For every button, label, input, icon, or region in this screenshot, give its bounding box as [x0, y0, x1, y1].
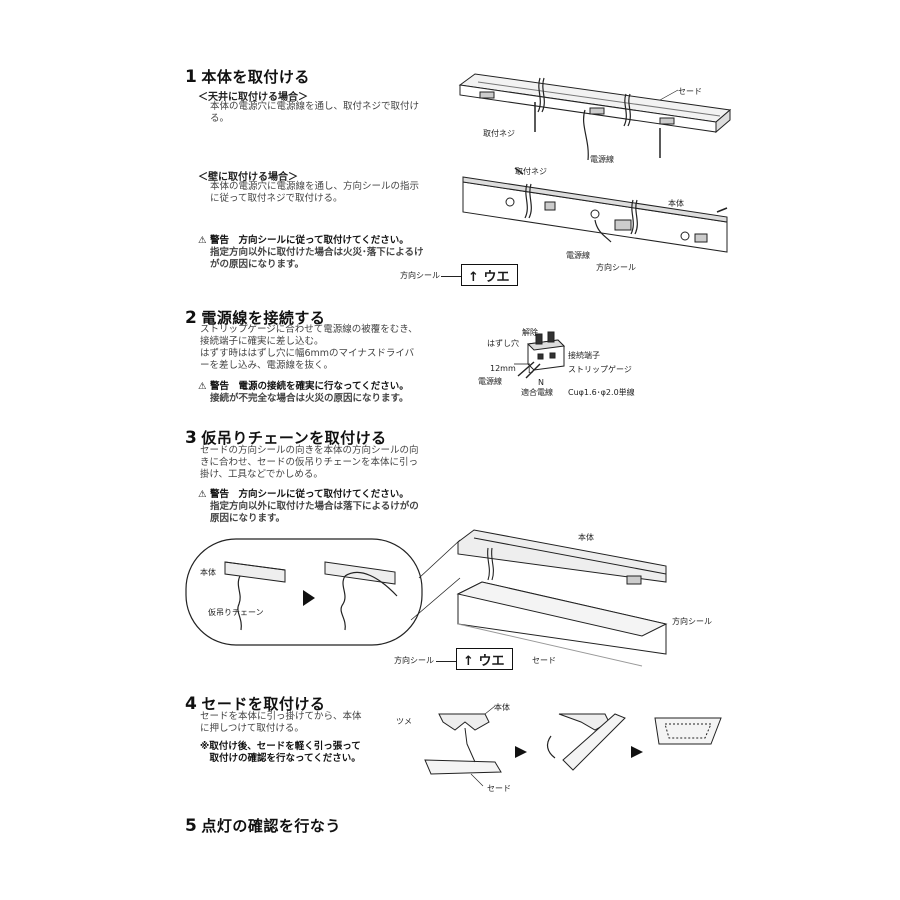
s3-line-2: きに合わせ、セードの仮吊りチェーンを本体に引っ: [200, 457, 419, 468]
direction-tag-2: ↑ ウエ: [456, 648, 514, 670]
wall-subheading: ＜壁に取付ける場合＞: [198, 172, 298, 183]
section-3-title: 仮吊りチェーンを取付ける: [201, 429, 387, 447]
section-4-number: 4: [185, 694, 198, 714]
wall-instructions: 本体の電源穴に電源線を通し、方向シールの指示 に従って取付ネジで取付ける。: [210, 181, 470, 205]
label-direction-seal-tag-1: 方向シール: [400, 271, 440, 280]
label-shade-1: セード: [678, 87, 702, 96]
label-claw: ツメ: [396, 717, 412, 726]
s3-line-1: セードの方向シールの向きを本体の方向シールの向: [200, 445, 419, 456]
section-3-number: 3: [185, 428, 198, 448]
label-body-left: 本体: [200, 568, 216, 577]
section-2-warning-line-1: 接続が不完全な場合は火災の原因になります。: [210, 393, 409, 404]
direction-tag-leader-1: [441, 276, 461, 277]
s3-line-3: 掛け、工具などでかしめる。: [200, 469, 323, 480]
direction-tag-text-1: ウエ: [483, 270, 510, 285]
ceiling-subheading: ＜天井に取付ける場合＞: [198, 92, 308, 103]
s4-line-2: に押しつけて取付ける。: [200, 723, 304, 734]
section-5-title: 点灯の確認を行なう: [201, 817, 341, 835]
label-wire-spec-label: 適合電線: [521, 388, 553, 397]
label-release-hole: はずし穴: [487, 339, 519, 348]
arrow-right-icon: [515, 746, 527, 758]
warning-icon: ⚠: [198, 235, 207, 246]
section-2-warning-head: 警告 電源の接続を確実に行なってください。: [210, 381, 409, 392]
arrow-up-icon: ↑: [468, 270, 479, 285]
s2-line-1: ストリップゲージに合わせて電源線の被覆をむき、: [200, 324, 418, 335]
label-strip-gauge: ストリップゲージ: [568, 365, 632, 374]
section-4-note: ※取付け後、セードを軽く引っ張って 取付けの確認を行なってください。: [200, 741, 410, 765]
section-5-number: 5: [185, 816, 198, 836]
s2-line-3: はずす時ははずし穴に幅6mmのマイナスドライバ: [200, 348, 415, 359]
label-direction-seal-1: 方向シール: [596, 263, 636, 272]
label-shade-2: セード: [532, 656, 556, 665]
label-wire-spec: Cuφ1.6･φ2.0単線: [568, 388, 635, 397]
label-direction-seal-2: 方向シール: [672, 617, 712, 626]
section-3-instructions: セードの方向シールの向きを本体の方向シールの向 きに合わせ、セードの仮吊りチェー…: [200, 445, 460, 481]
label-direction-seal-tag-2: 方向シール: [394, 656, 434, 665]
section-3-warning-line-1: 指定方向以外に取付けた場合は落下によるけがの: [210, 501, 419, 512]
section-1-warning-line-2: がの原因になります。: [210, 259, 305, 270]
s4-line-1: セードを本体に引っ掛けてから、本体: [200, 711, 362, 722]
wall-line-1: 本体の電源穴に電源線を通し、方向シールの指示: [210, 181, 420, 192]
direction-tag-1: ↑ ウエ: [461, 264, 519, 286]
s2-line-2: 接続端子に確実に差し込む。: [200, 336, 324, 347]
ceiling-line-1: 本体の電源穴に電源線を通し、取付ネジで取付け: [210, 101, 420, 112]
s4-note-1: ※取付け後、セードを軽く引っ張って: [200, 741, 361, 752]
warning-icon: ⚠: [198, 489, 207, 500]
section-3-warning-line-2: 原因になります。: [210, 513, 286, 524]
label-body-right: 本体: [578, 533, 594, 542]
label-12mm: 12mm: [490, 364, 516, 373]
arrow-right-icon: [631, 746, 643, 758]
label-body-1: 本体: [668, 199, 684, 208]
label-release: 解除: [522, 328, 538, 337]
label-L: L: [528, 366, 533, 375]
arrow-right-icon: [303, 590, 315, 606]
direction-tag-leader-2: [436, 661, 456, 662]
section-3-warning: ⚠警告 方向シールに従って取付けてください。 指定方向以外に取付けた場合は落下に…: [198, 489, 468, 525]
ceiling-instructions: 本体の電源穴に電源線を通し、取付ネジで取付け る。: [210, 101, 470, 125]
label-power-wire-1: 電源線: [590, 155, 614, 164]
connector-diagram: [514, 331, 566, 379]
section-1-warning-line-1: 指定方向以外に取付けた場合は火災･落下によるけ: [210, 247, 424, 258]
ceiling-line-2: る。: [210, 113, 230, 124]
section-1-warning: ⚠警告 方向シールに従って取付けてください。 指定方向以外に取付けた場合は火災･…: [198, 235, 488, 271]
section-1-title: 本体を取付ける: [201, 68, 310, 86]
shade-attach-diagram: [424, 705, 722, 787]
label-chain: 仮吊りチェーン: [208, 608, 264, 617]
chain-detail-callout: [185, 538, 461, 646]
section-2-number: 2: [185, 308, 198, 328]
wall-mount-diagram: [462, 167, 728, 253]
warning-icon: ⚠: [198, 381, 207, 392]
section-1-number: 1: [185, 67, 198, 87]
label-shade-s4: セード: [487, 784, 511, 793]
label-N: N: [538, 378, 544, 387]
s2-line-4: ーを差し込み、電源線を抜く。: [200, 360, 334, 371]
label-screw-2: 取付ネジ: [515, 167, 547, 176]
wall-line-2: に従って取付ネジで取付ける。: [210, 193, 343, 204]
label-power-wire-2: 電源線: [566, 251, 590, 260]
label-body-s4: 本体: [494, 703, 510, 712]
section-2-title: 電源線を接続する: [201, 309, 326, 327]
arrow-up-icon: ↑: [463, 654, 474, 669]
section-4-title: セードを取付ける: [201, 695, 326, 713]
label-screw-1: 取付ネジ: [483, 129, 515, 138]
s4-note-2: 取付けの確認を行なってください。: [200, 753, 361, 764]
section-2-warning: ⚠警告 電源の接続を確実に行なってください。 接続が不完全な場合は火災の原因にな…: [198, 381, 468, 405]
section-1-warning-head: 警告 方向シールに従って取付けてください。: [210, 235, 409, 246]
label-power-wire-s2: 電源線: [478, 377, 502, 386]
section-2-instructions: ストリップゲージに合わせて電源線の被覆をむき、 接続端子に確実に差し込む。 はず…: [200, 324, 460, 372]
direction-tag-text-2: ウエ: [478, 654, 505, 669]
label-terminal: 接続端子: [568, 351, 600, 360]
section-4-instructions: セードを本体に引っ掛けてから、本体 に押しつけて取付ける。: [200, 711, 400, 735]
section-3-warning-head: 警告 方向シールに従って取付けてください。: [210, 489, 409, 500]
fixture-with-shade-diagram: [456, 529, 668, 667]
ceiling-mount-diagram: [458, 73, 732, 161]
